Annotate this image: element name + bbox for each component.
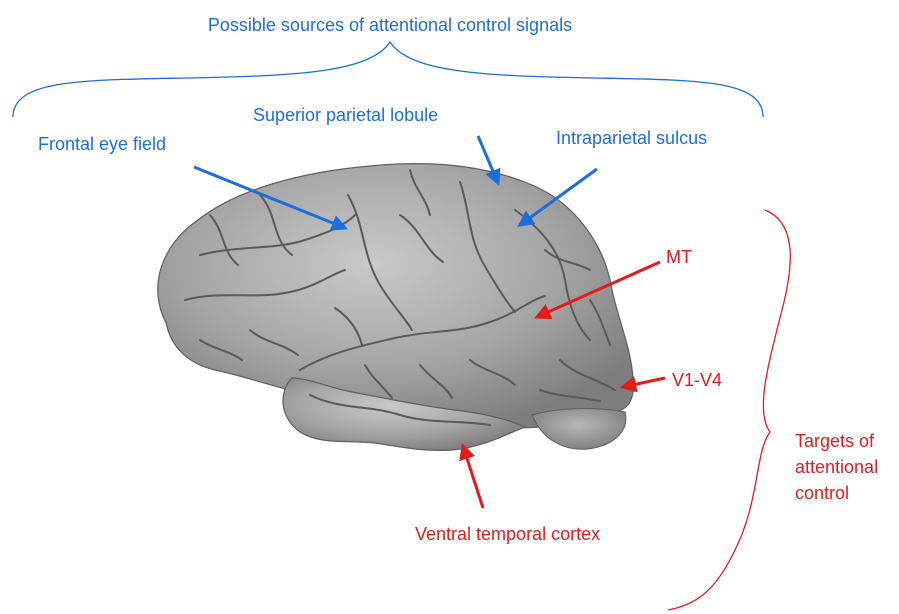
sources-title: Possible sources of attentional control … xyxy=(0,14,780,37)
superior-parietal-lobule-label: Superior parietal lobule xyxy=(253,104,438,127)
targets-brace xyxy=(668,210,790,610)
v1-v4-label: V1-V4 xyxy=(672,369,722,392)
intraparietal-sulcus-label: Intraparietal sulcus xyxy=(556,127,707,150)
frontal-eye-field-label: Frontal eye field xyxy=(38,133,166,156)
cerebellum xyxy=(532,409,626,450)
mt-label: MT xyxy=(666,246,692,269)
ventral-temporal-cortex-label: Ventral temporal cortex xyxy=(415,523,600,546)
arrow-ventral-temporal-cortex xyxy=(463,446,483,508)
targets-heading: Targets of attentional control xyxy=(795,428,899,506)
